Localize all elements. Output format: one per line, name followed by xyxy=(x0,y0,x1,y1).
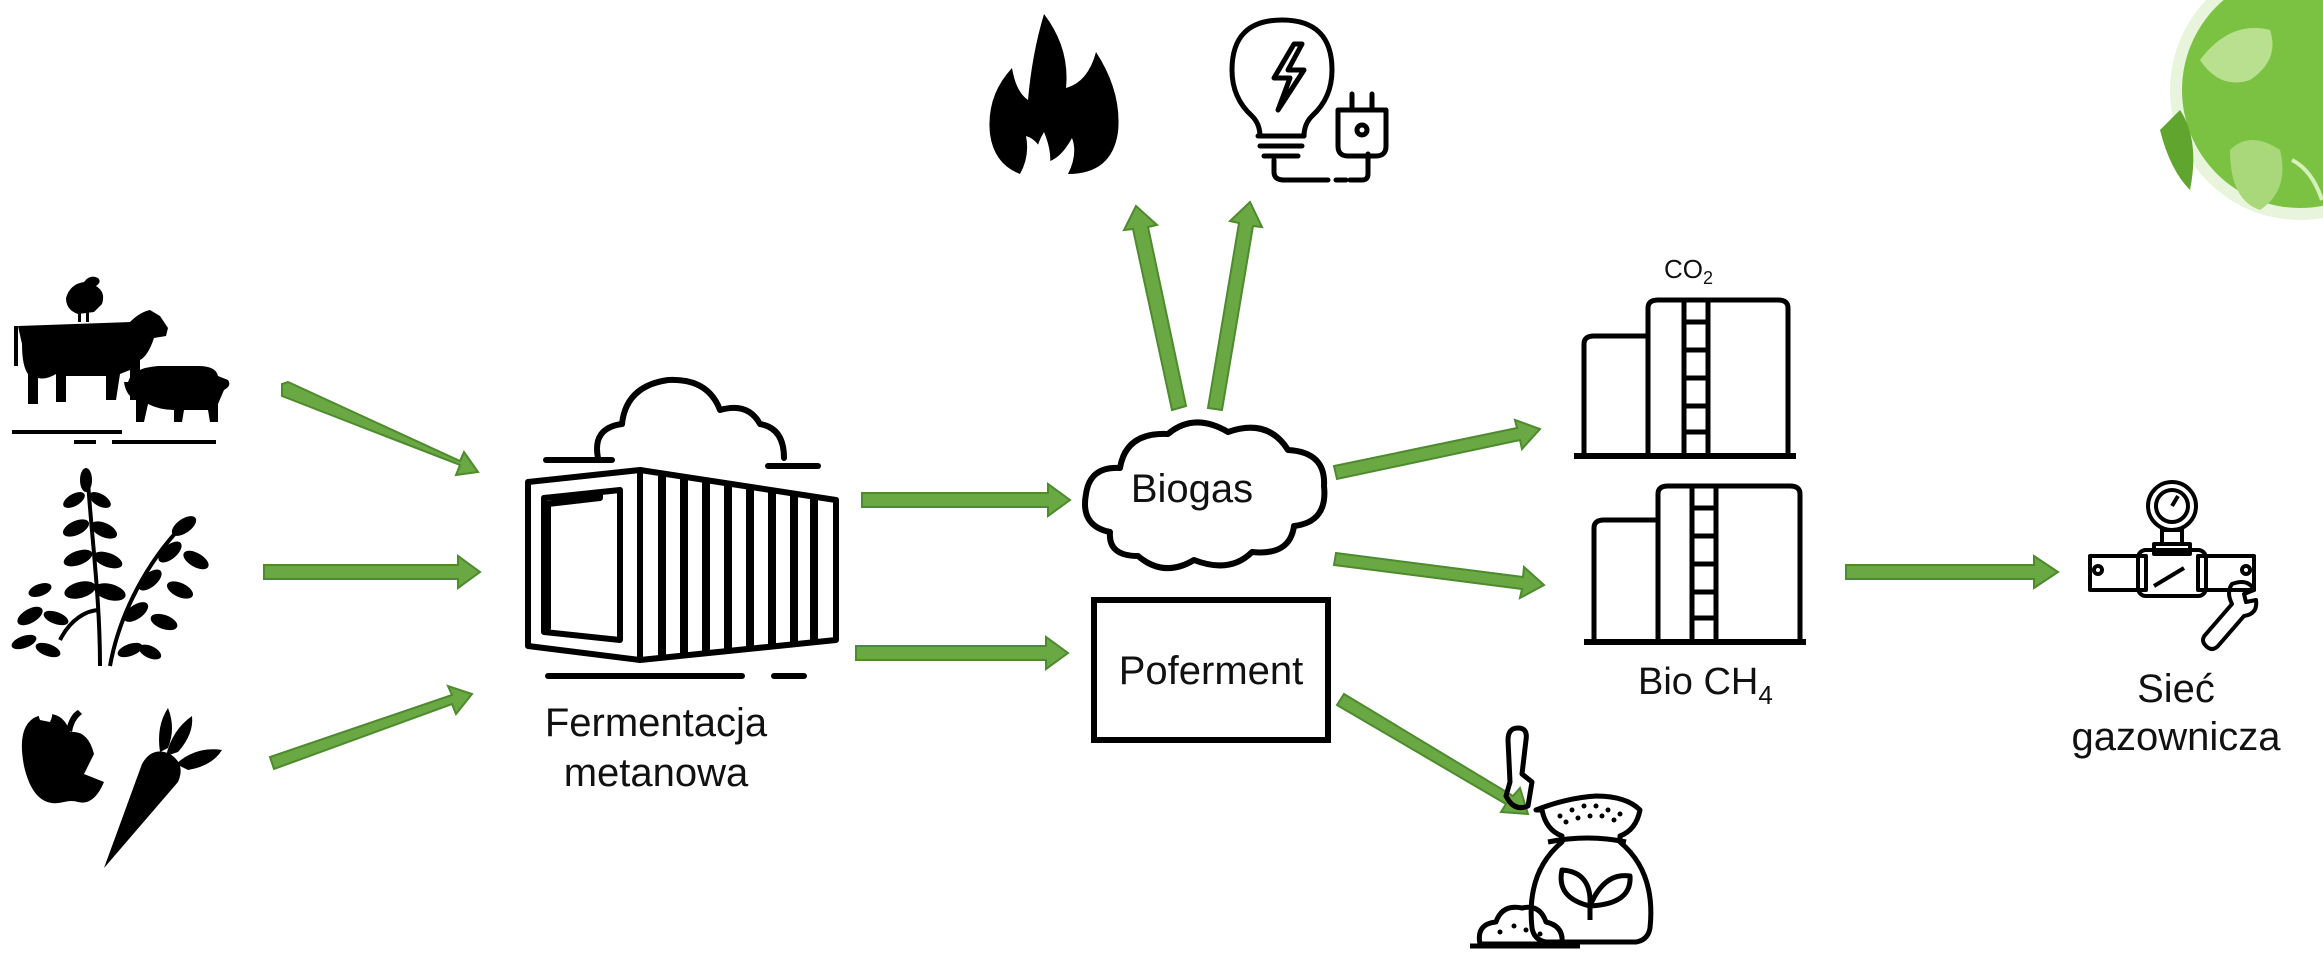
container-tank-icon xyxy=(525,376,839,679)
gas-grid-label-line1: Sieć xyxy=(2137,667,2215,711)
fermentation-label-line1: Fermentacja xyxy=(545,701,768,745)
biogas-label: Biogas xyxy=(1131,467,1253,511)
arrow-fermentation-to-digestate xyxy=(855,635,1070,671)
green-globe-icon xyxy=(2160,0,2323,220)
co2-label-main: CO xyxy=(1664,254,1703,284)
gas-pipe-valve-icon xyxy=(2088,480,2259,651)
arrow-biogas-to-co2 xyxy=(1332,418,1542,481)
arrow-biogas-to-biomethane xyxy=(1332,551,1546,600)
arrow-plants-to-fermentation xyxy=(263,554,482,590)
biomethane-label-main: Bio CH xyxy=(1638,661,1758,703)
arrow-fermentation-to-biogas xyxy=(861,482,1072,518)
lightbulb-plug-icon xyxy=(1229,17,1389,183)
digestate-box xyxy=(1091,597,1331,743)
digestate-label: Poferment xyxy=(1119,649,1304,693)
gas-grid-label-line2: gazownicza xyxy=(2071,715,2281,759)
arrow-biogas-to-heat xyxy=(1122,204,1188,412)
arrow-produce-to-fermentation xyxy=(268,684,474,771)
livestock-icon xyxy=(12,276,230,444)
biomethane-storage-tank-icon xyxy=(1584,483,1806,645)
co2-label: CO2 xyxy=(1664,254,1713,288)
arrows xyxy=(263,200,2060,816)
flame-icon xyxy=(989,14,1119,174)
biomethane-label: Bio CH4 xyxy=(1638,661,1773,710)
co2-storage-tank-icon xyxy=(1574,297,1796,459)
arrow-biogas-to-electricity xyxy=(1206,200,1264,412)
biogas-cloud xyxy=(1082,419,1328,572)
biomethane-label-sub: 4 xyxy=(1758,680,1772,710)
arrow-digestate-to-fertilizer xyxy=(1335,692,1530,816)
co2-label-sub: 2 xyxy=(1703,268,1713,288)
fermentation-label-line2: metanowa xyxy=(564,751,749,795)
fertilizer-bag-icon xyxy=(1470,725,1654,949)
arrow-biomethane-to-gas-grid xyxy=(1845,554,2060,590)
fertilizer-granules xyxy=(1497,803,1623,937)
plants-icon xyxy=(11,468,209,667)
fruit-vegetable-icon xyxy=(21,702,222,868)
arrow-livestock-to-fermentation xyxy=(281,380,480,477)
